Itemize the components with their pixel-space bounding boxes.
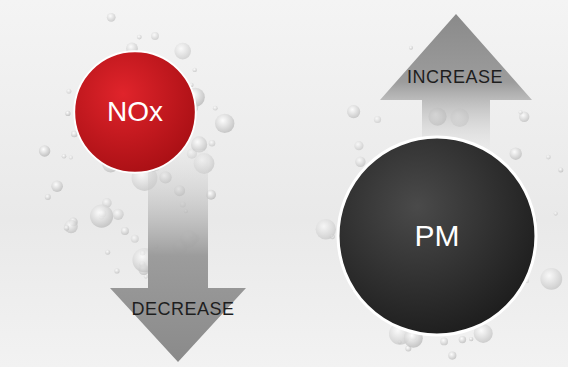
bubble — [62, 154, 67, 159]
bubble — [354, 141, 363, 150]
bubble — [355, 157, 365, 167]
bubble — [174, 43, 191, 60]
bubble — [215, 114, 234, 133]
nox-circle: NOx — [73, 50, 197, 174]
bubble — [554, 212, 558, 216]
bubble — [459, 336, 466, 343]
bubble — [39, 145, 50, 156]
node-label: PM — [415, 219, 460, 253]
bubble — [193, 68, 197, 72]
bubble — [107, 13, 116, 22]
bubble — [64, 220, 77, 233]
bubble — [51, 180, 63, 192]
bubble — [66, 89, 71, 94]
bubble — [90, 205, 113, 228]
bubble — [409, 46, 413, 50]
bubble — [114, 268, 119, 273]
bubble — [209, 140, 216, 147]
bubble — [519, 110, 523, 114]
bubble — [374, 116, 381, 123]
decrease-arrow — [110, 150, 246, 362]
bubble — [65, 111, 70, 116]
bubble — [137, 35, 142, 40]
increase-label: INCREASE — [407, 67, 503, 88]
decrease-label: DECREASE — [131, 299, 234, 320]
node-label: NOx — [107, 96, 163, 128]
increase-arrow — [380, 14, 532, 150]
bubble — [540, 268, 562, 290]
bubble — [69, 156, 73, 160]
bubble — [64, 225, 69, 230]
bubble — [131, 235, 139, 243]
bubble — [113, 209, 124, 220]
bubble — [510, 148, 522, 160]
bubble — [121, 227, 129, 235]
bubble — [105, 250, 110, 255]
bubble — [144, 275, 148, 279]
bubble — [316, 219, 336, 239]
bubble — [151, 32, 159, 40]
bubble — [45, 194, 51, 200]
bubble — [440, 338, 448, 346]
bubble — [558, 167, 563, 172]
bubble — [347, 105, 360, 118]
pm-circle: PM — [336, 135, 538, 337]
bubble — [213, 106, 218, 111]
bubble — [469, 337, 473, 341]
bubble — [448, 352, 456, 360]
bubble — [546, 155, 551, 160]
